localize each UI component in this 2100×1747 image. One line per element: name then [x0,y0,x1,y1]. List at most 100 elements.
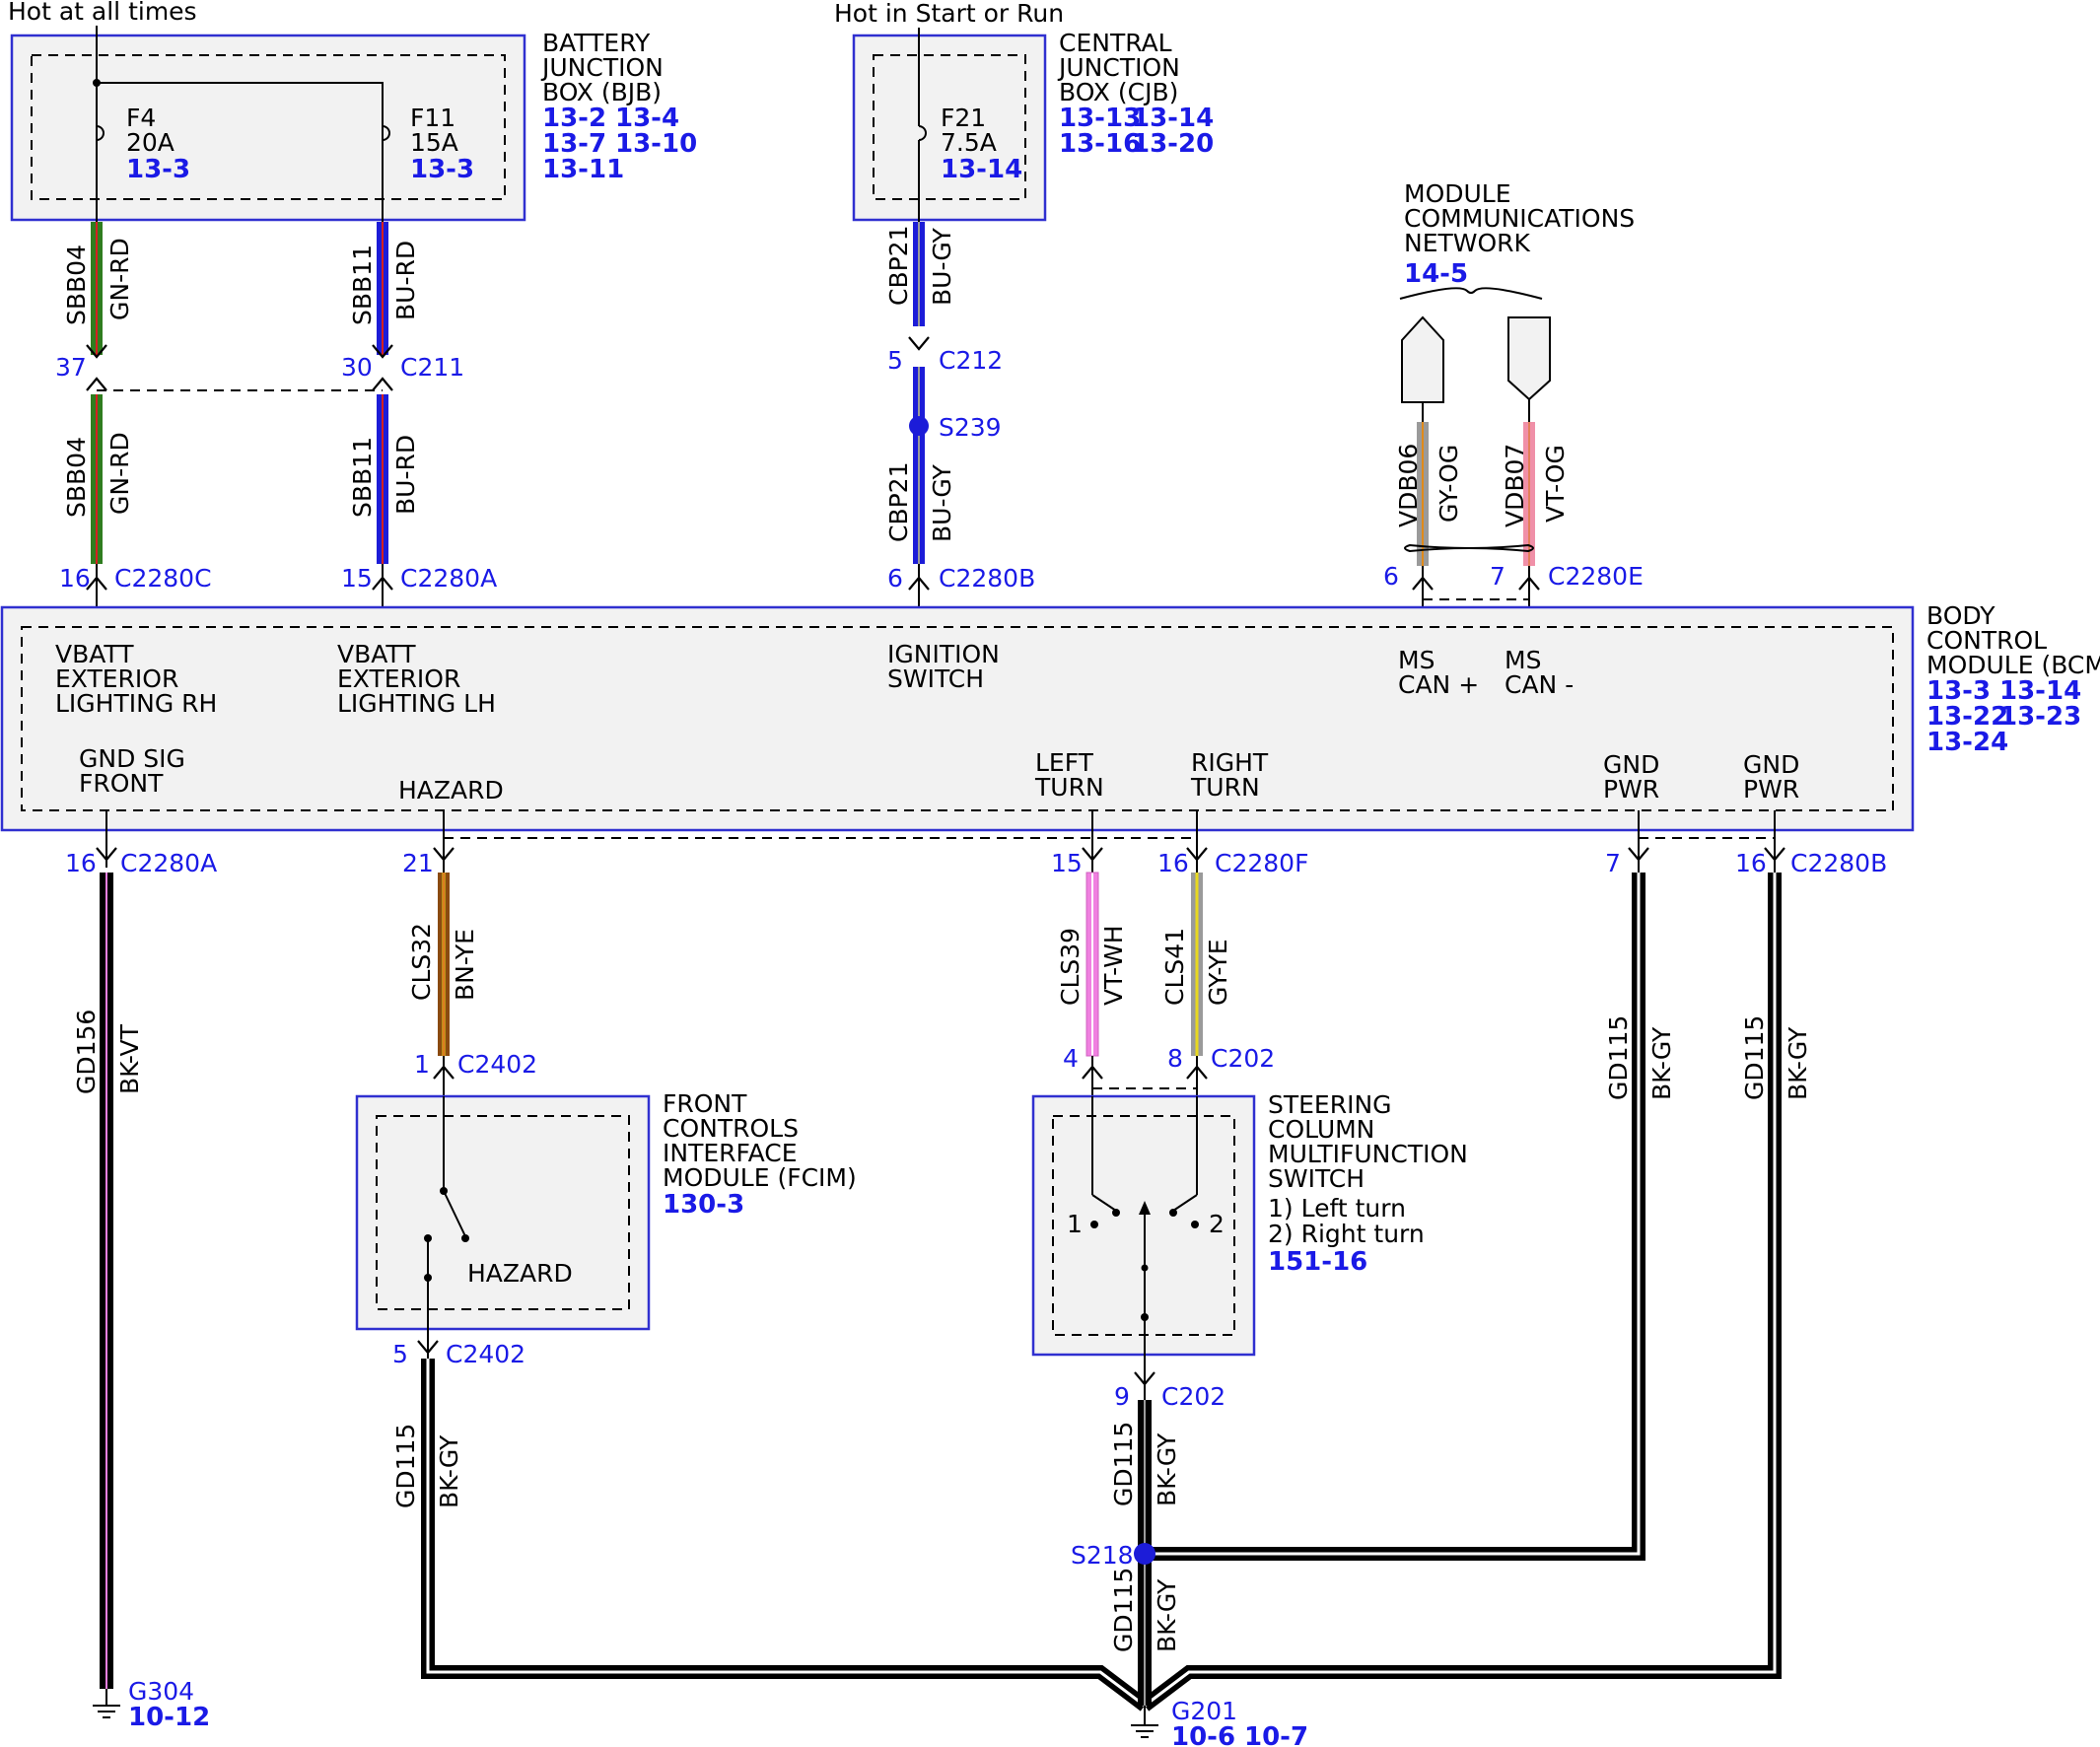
c2280f-label: C2280F [1215,849,1308,877]
c2402-top-label: C2402 [457,1050,537,1079]
wire-cbp21-upper-circuit: CBP21 [884,226,913,307]
c2280e-pin-6: 6 [1383,562,1399,591]
cjb-name-line2: JUNCTION [1057,53,1180,82]
c2280a-pin-15: 15 [341,564,373,593]
wire-sbb11-lower [377,394,388,564]
bcm-pin-vbatt-lh-3: LIGHTING LH [337,689,496,718]
bcm-pin-gnd-pwr2-1: GND [1743,750,1799,779]
wire-cls32-circuit: CLS32 [407,923,436,1001]
fcim-switch-label: HAZARD [467,1259,573,1288]
s239-label: S239 [939,413,1002,442]
bcm-pin-hazard: HAZARD [398,776,504,804]
wire-sbb04-lower-circuit: SBB04 [62,437,91,518]
cjb-name-line3: BOX (CJB) [1059,78,1178,106]
bcm-pin-ms-can-minus-2: CAN - [1505,670,1574,699]
fuse-f11-icon [382,125,390,141]
bcm-pin-gnd-pwr1-2: PWR [1603,775,1659,804]
c2402-pin-1: 1 [414,1050,430,1079]
c2280a-top-label: C2280A [400,564,497,593]
wire-gd115-pin16-circuit: GD115 [1740,1015,1769,1100]
cjb-ref-3: 13-16 [1059,129,1141,159]
scms-position-2: 2 [1209,1210,1225,1238]
scms-name-line4: SWITCH [1268,1164,1365,1193]
wire-sbb04-upper-color: GN-RD [105,238,134,320]
battery-junction-box: F4 20A 13-3 F11 15A 13-3 [10,26,526,222]
c2280b-top-label: C2280B [939,564,1035,593]
c2402-pin-5: 5 [392,1340,408,1368]
c2280a-bottom-label: C2280A [120,849,217,877]
splice-s239 [909,416,929,436]
c2280-pin-7: 7 [1605,849,1621,877]
hot-in-start-run-label: Hot in Start or Run [834,0,1064,28]
splice-s218 [1134,1543,1155,1565]
c2280b-bottom-label: C2280B [1790,849,1887,877]
c211-pin30-icon [372,344,393,391]
c2280f-pin16-icon [1186,847,1208,862]
wire-gd115-pin16-color: BK-GY [1784,1026,1812,1100]
bcm-pin-ignition-1: IGNITION [887,640,1000,668]
fuse-f21-rating: 7.5A [941,128,997,157]
twisted-pair-icon [1404,543,1534,553]
c202-pin9-icon [1134,1371,1155,1386]
wire-sbb11-upper [377,222,388,355]
bjb-ref-5: 13-11 [542,155,624,184]
bcm-pin-right-turn-2: TURN [1190,773,1260,802]
bcm-pin-ms-can-plus-2: CAN + [1398,670,1479,699]
front-controls-interface-module [355,1094,651,1359]
network-name-line2: COMMUNICATIONS [1404,204,1635,233]
wire-gd115-pin7-color: BK-GY [1647,1026,1676,1100]
ms-can-plus-connector-icon [1401,315,1444,403]
scms-position-1: 1 [1067,1210,1083,1238]
c2280-pin-21: 21 [402,849,434,877]
bcm-pin-ignition-2: SWITCH [887,664,984,693]
c212-pin5-icon [908,336,930,351]
bcm-pin-vbatt-rh-1: VBATT [55,640,134,668]
c2280b-pin16-icon [1764,847,1785,862]
wire-cbp21-lower-color: BU-GY [928,463,956,542]
wire-sbb11-lower-circuit: SBB11 [348,437,377,518]
bcm-pin-vbatt-rh-3: LIGHTING RH [55,689,217,718]
c2280b-pin-6: 6 [887,564,903,593]
wire-gd115-fcim-circuit: GD115 [391,1424,420,1508]
wire-cls41 [1191,873,1203,1056]
wire-cbp21-upper [913,222,925,326]
wire-sbb11-lower-color: BU-RD [391,435,420,515]
wire-cls32-color: BN-YE [451,929,479,1001]
wire-cls39-color: VT-WH [1099,925,1128,1006]
scms-name-line1: STEERING [1268,1090,1392,1119]
fuse-f4-icon [96,125,105,141]
c202-pin-9: 9 [1114,1382,1130,1411]
c212-label: C212 [939,346,1003,375]
wire-gd115-pin7-circuit: GD115 [1604,1015,1633,1100]
fuse-f11-ref: 13-3 [410,155,474,184]
c211-pin37-icon [86,344,107,391]
bcm-ref-1: 13-3 [1926,676,1991,706]
g201-label: G201 [1171,1697,1237,1725]
fuse-f11-rating: 15A [410,128,458,157]
c2280c-label: C2280C [114,564,212,593]
g304-label: G304 [128,1677,194,1706]
ground-g201-icon [1131,1706,1158,1738]
wire-gd115-bcm-pin16 [1140,873,1782,1712]
fuse-f4-rating: 20A [126,128,175,157]
bjb-name-line1: BATTERY [542,29,651,57]
wire-gd115-fcim-color: BK-GY [435,1434,463,1508]
cjb-ref-1: 13-13 [1059,104,1141,133]
bcm-pin-vbatt-lh-1: VBATT [337,640,416,668]
cjb-name-line1: CENTRAL [1059,29,1172,57]
fcim-ref: 130-3 [663,1190,744,1220]
bcm-pin-right-turn-1: RIGHT [1191,748,1269,777]
wire-sbb04-upper [91,222,103,355]
wire-cbp21-lower-circuit: CBP21 [884,462,913,543]
bjb-ref-4: 13-10 [615,129,697,159]
fuse-f11-name: F11 [410,104,455,132]
hazard-switch-icon [443,1190,466,1237]
fuse-f21-name: F21 [941,104,986,132]
c2280-pin7-icon [1628,847,1649,862]
bcm-name-line3: MODULE (BCM) [1926,651,2100,679]
wire-gd115-main-color: BK-GY [1153,1578,1181,1652]
bcm-ref-5: 13-24 [1926,728,2008,757]
c2280a-pin16-icon [96,847,117,862]
wire-sbb04-lower-color: GN-RD [105,432,134,515]
